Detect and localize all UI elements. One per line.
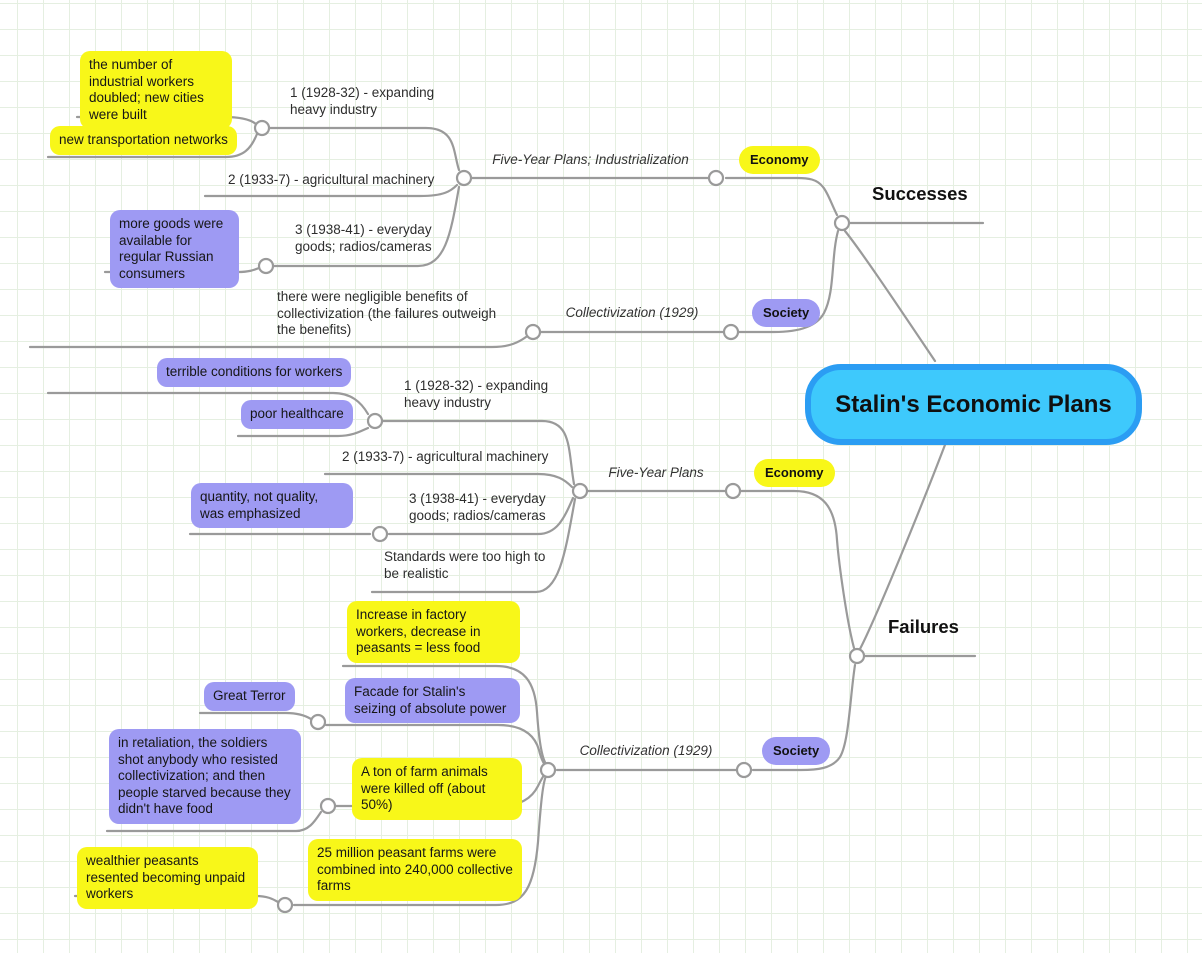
note-negligible-benefits[interactable]: there were negligible benefits of collec…	[277, 289, 497, 337]
edge-s-plan2	[203, 183, 459, 198]
plan-text-f2[interactable]: 2 (1933-7) - agricultural machinery	[342, 449, 549, 464]
plan-text-s1[interactable]: 1 (1928-32) - expanding heavy industry	[290, 85, 435, 117]
edge-root-failures	[858, 435, 950, 651]
branch-label-successes[interactable]: Successes	[872, 183, 968, 204]
edge-f-note-less-food	[341, 664, 548, 766]
category-pill-society-failures[interactable]: Society	[762, 737, 831, 765]
junction-dot[interactable]	[276, 896, 294, 914]
edge-failures-society	[751, 663, 857, 772]
edge-f-standards	[370, 497, 577, 594]
edge-f-note-terrible	[46, 391, 370, 416]
junction-dot[interactable]	[735, 761, 753, 779]
edge-successes-society	[737, 229, 840, 334]
edge-f-plan3	[387, 496, 575, 536]
note-less-food[interactable]: Increase in factory workers, decrease in…	[347, 601, 520, 663]
junction-dot[interactable]	[833, 214, 851, 232]
note-farm-animals[interactable]: A ton of farm animals were killed off (a…	[352, 758, 522, 820]
note-transport-networks[interactable]: new transportation networks	[50, 126, 237, 155]
note-wealthier-peasants[interactable]: wealthier peasants resented becoming unp…	[77, 847, 258, 909]
note-retaliation[interactable]: in retaliation, the soldiers shot anybod…	[109, 729, 301, 824]
edge-s-note-transport	[46, 132, 259, 159]
note-terrible-conditions[interactable]: terrible conditions for workers	[157, 358, 352, 387]
note-collective-farms[interactable]: 25 million peasant farms were combined i…	[308, 839, 522, 901]
category-pill-economy-successes[interactable]: Economy	[739, 146, 820, 174]
edge-f-plan2	[323, 472, 574, 489]
branch-label-failures[interactable]: Failures	[888, 616, 959, 637]
junction-dot[interactable]	[371, 525, 389, 543]
note-workers-doubled[interactable]: the number of industrial workers doubled…	[80, 51, 232, 129]
junction-dot[interactable]	[319, 797, 337, 815]
junction-dot[interactable]	[571, 482, 589, 500]
plan-text-f1[interactable]: 1 (1928-32) - expanding heavy industry	[404, 378, 549, 410]
edge-successes-economy	[724, 176, 839, 217]
edge-f-note-healthcare	[236, 426, 370, 438]
note-quantity-not-quality[interactable]: quantity, not quality, was emphasized	[191, 483, 353, 528]
junction-dot[interactable]	[366, 412, 384, 430]
junction-dot[interactable]	[724, 482, 742, 500]
junction-dot[interactable]	[309, 713, 327, 731]
edge-root-successes	[843, 229, 937, 363]
note-poor-healthcare[interactable]: poor healthcare	[241, 400, 353, 429]
junction-dot[interactable]	[707, 169, 725, 187]
note-facade[interactable]: Facade for Stalin's seizing of absolute …	[345, 678, 520, 723]
category-pill-economy-failures[interactable]: Economy	[754, 459, 835, 487]
junction-dot[interactable]	[722, 323, 740, 341]
junction-dot[interactable]	[539, 761, 557, 779]
plan-text-s3[interactable]: 3 (1938-41) - everyday goods; radios/cam…	[295, 222, 432, 254]
edge-label-fiveyear-industrialization[interactable]: Five-Year Plans; Industrialization	[492, 152, 689, 167]
edge-label-collectivization-failures[interactable]: Collectivization (1929)	[579, 743, 713, 758]
plan-text-s2[interactable]: 2 (1933-7) - agricultural machinery	[228, 172, 435, 187]
edge-failures-economy	[739, 489, 856, 650]
central-topic[interactable]: Stalin's Economic Plans	[805, 364, 1142, 445]
note-great-terror[interactable]: Great Terror	[204, 682, 295, 711]
edge-f-plan1	[381, 419, 576, 486]
edge-f-note-25million	[292, 774, 548, 907]
edge-s-note-negligible	[28, 335, 528, 349]
plan-text-f3[interactable]: 3 (1938-41) - everyday goods; radios/cam…	[409, 491, 546, 523]
edge-s-plan1	[268, 126, 461, 172]
edge-label-fiveyear-plans-failures[interactable]: Five-Year Plans	[608, 465, 704, 480]
junction-dot[interactable]	[257, 257, 275, 275]
plan-text-standards[interactable]: Standards were too high to be realistic	[384, 549, 546, 581]
junction-dot[interactable]	[253, 119, 271, 137]
junction-dot[interactable]	[455, 169, 473, 187]
note-more-goods[interactable]: more goods were available for regular Ru…	[110, 210, 239, 288]
edge-label-collectivization-successes[interactable]: Collectivization (1929)	[565, 305, 699, 320]
junction-dot[interactable]	[848, 647, 866, 665]
edge-f-note-retaliation	[105, 810, 323, 833]
edge-f-note-great-terror	[198, 711, 313, 721]
edge-s-plan3	[272, 185, 461, 268]
category-pill-society-successes[interactable]: Society	[752, 299, 821, 327]
junction-dot[interactable]	[524, 323, 542, 341]
